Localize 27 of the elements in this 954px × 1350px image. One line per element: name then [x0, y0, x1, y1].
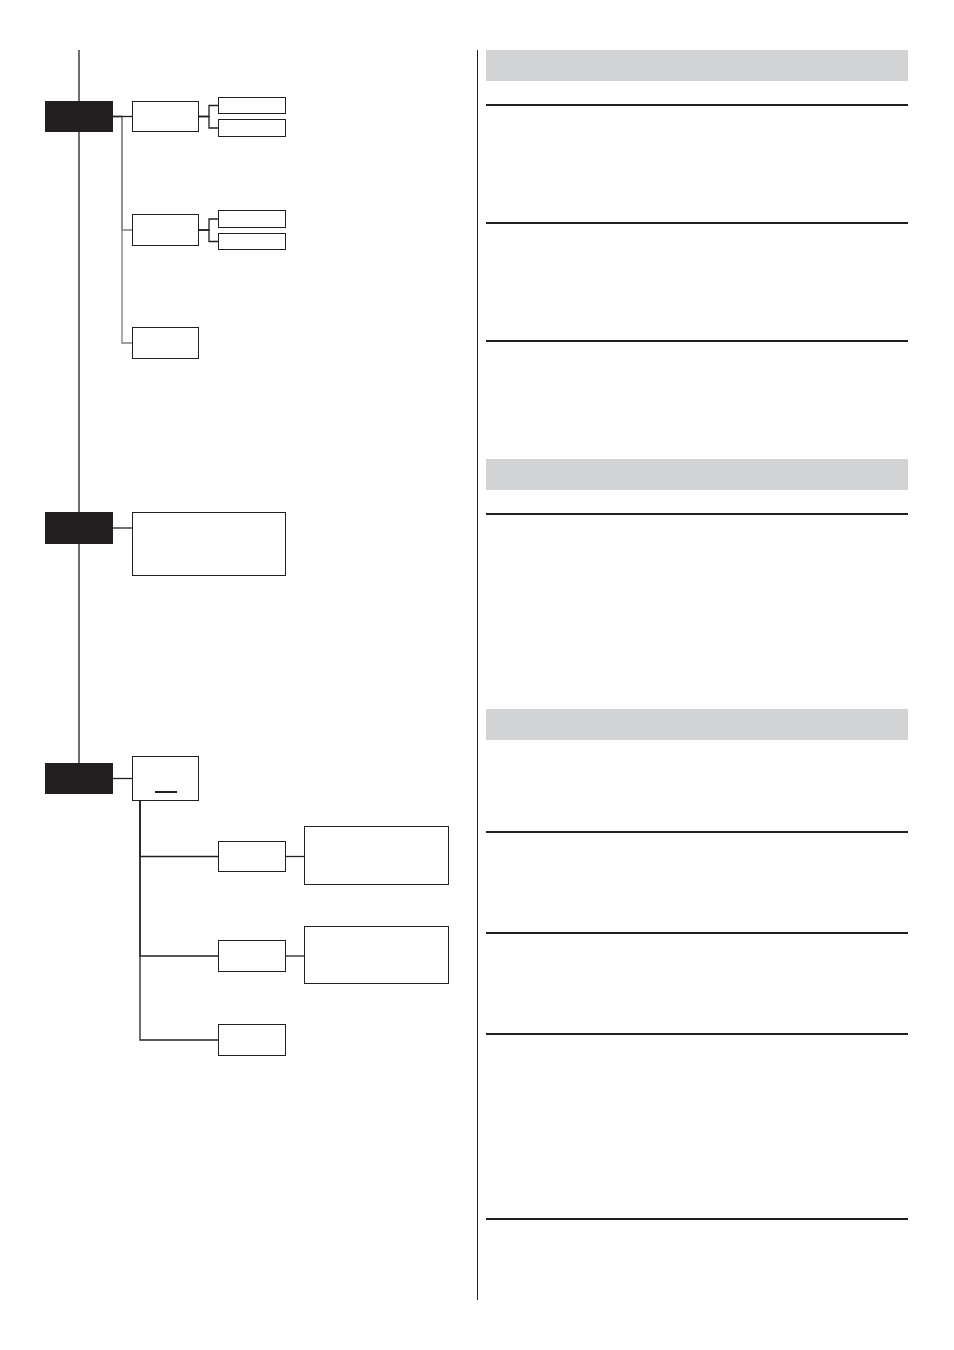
- node-box: [218, 1024, 286, 1056]
- node-box: [132, 101, 199, 132]
- node-box: [132, 327, 199, 359]
- header-block: [45, 763, 113, 794]
- node-box: [218, 233, 286, 250]
- node-box: [132, 214, 199, 246]
- connector-line: [112, 115, 133, 118]
- connector-line: [78, 131, 80, 513]
- connector-line: [285, 955, 305, 957]
- node-box: [218, 119, 286, 137]
- node-box: [218, 97, 286, 114]
- node-box: [304, 926, 449, 984]
- node-box: [304, 826, 449, 885]
- node-box: [132, 512, 286, 576]
- connector-line: [198, 115, 219, 129]
- connector-line: [198, 229, 219, 243]
- node-box: [132, 756, 199, 801]
- connector-line: [112, 527, 133, 529]
- connector-line: [112, 777, 133, 780]
- header-block: [45, 101, 113, 132]
- connector-line: [78, 543, 80, 764]
- node-box: [218, 940, 286, 972]
- connector-line: [139, 800, 219, 1041]
- header-block: [45, 512, 113, 544]
- node-box: [218, 210, 286, 228]
- node-box: [218, 841, 286, 872]
- connector-line: [78, 49, 80, 102]
